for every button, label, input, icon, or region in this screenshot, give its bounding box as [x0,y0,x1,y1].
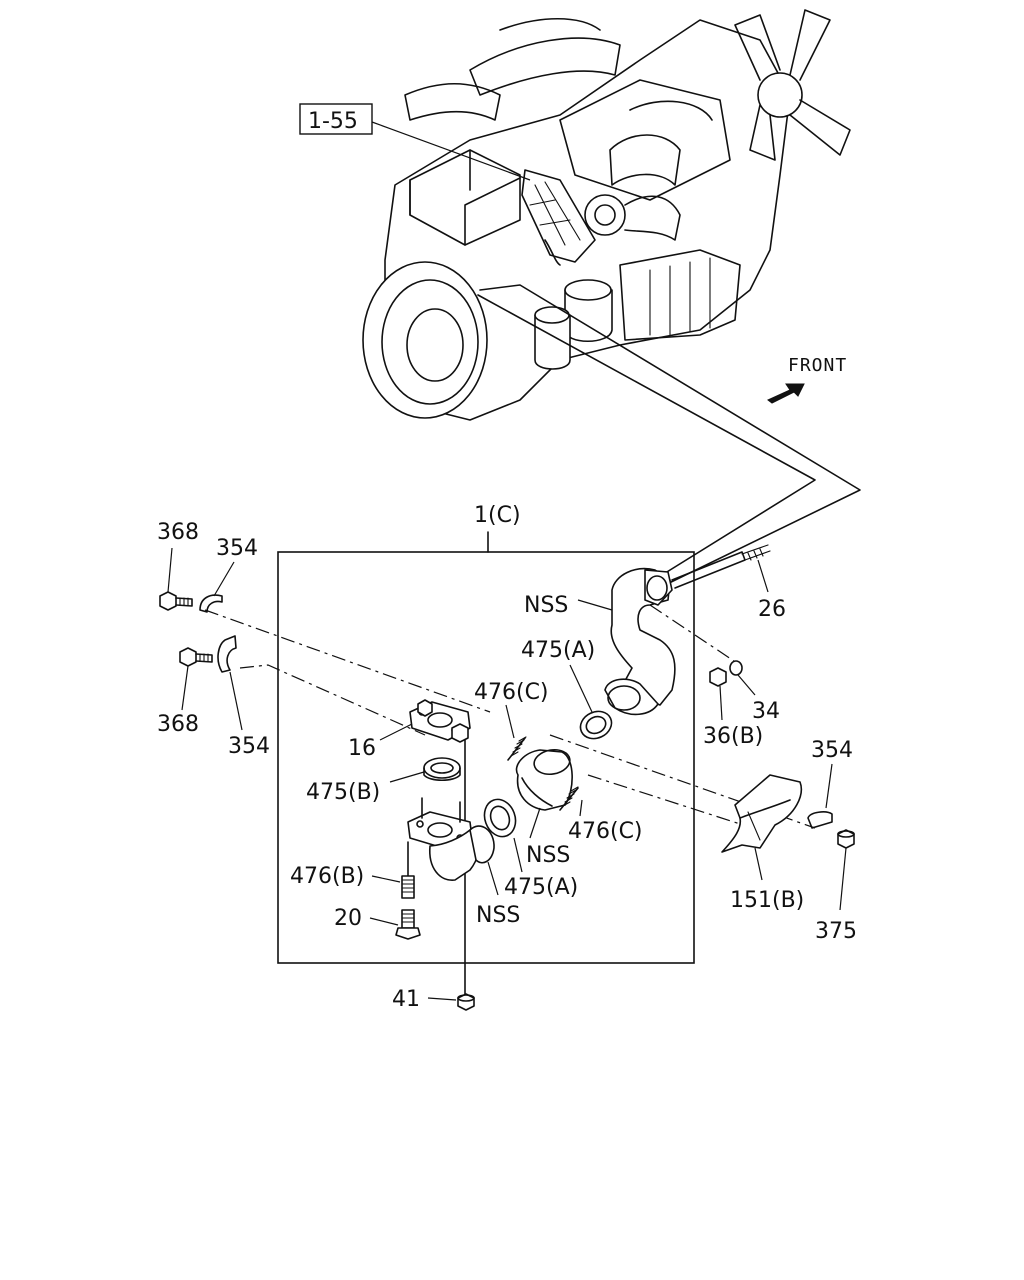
label-nss-top: NSS [524,593,568,618]
label-41: 41 [392,987,420,1012]
label-34: 34 [752,699,780,724]
seal-ring-475b-icon [423,757,461,782]
clip-354-right-icon [807,811,833,829]
ref-box-1-55 [299,103,373,135]
label-16: 16 [348,736,376,761]
label-front: FRONT [788,355,847,376]
spring-clamp-476c-upper-icon [507,736,527,761]
heat-shield-151b-icon [721,774,802,853]
seal-ring-475a-lower-icon [483,798,517,838]
components [159,383,855,1011]
fan-icon [734,9,851,161]
leader-lines [167,121,847,1001]
sleeve-pipe-icon [515,748,573,811]
bolt-368-top-icon [159,591,193,611]
label-354-right: 354 [811,738,853,763]
label-475b: 475(B) [306,780,380,805]
pulley-icon [362,261,488,419]
spring-clamp-476c-lower-icon [559,786,579,811]
spring-476b-icon [401,875,415,899]
nut-41-icon [457,993,475,1011]
clip-354-bottom-icon [217,635,237,673]
nut-36b-icon [709,667,727,687]
label-20: 20 [334,906,362,931]
label-ref-1-55: 1-55 [308,109,358,134]
nut-375-icon [837,829,855,849]
label-assembly-1c: 1(C) [474,503,521,528]
label-368-bottom: 368 [157,712,199,737]
label-375: 375 [815,919,857,944]
elbow-pipe-lower-icon [407,797,495,881]
clip-354-top-icon [199,594,223,613]
label-476c-lower: 476(C) [568,819,643,844]
front-arrow-icon [767,383,805,404]
seal-ring-475a-upper-icon [579,710,613,740]
label-nss-elbow: NSS [476,903,520,928]
label-151b: 151(B) [730,888,804,913]
label-368-top: 368 [157,520,199,545]
label-36b: 36(B) [703,724,763,749]
label-354-top: 354 [216,536,258,561]
label-nss-sleeve: NSS [526,843,570,868]
stud-26-icon [671,544,771,589]
label-475a-upper: 475(A) [521,638,595,663]
bolt-368-bottom-icon [179,647,213,667]
elbow-pipe-top-icon [604,568,676,716]
engine-illustration [362,9,851,421]
callout-labels: 1-55 FRONT 1(C) 368 354 368 354 16 475(B… [157,103,857,1012]
label-354-bottom: 354 [228,734,270,759]
flange-plate-16-icon [409,699,471,743]
label-476b: 476(B) [290,864,364,889]
washer-34-icon [729,660,743,676]
label-475a-lower: 475(A) [504,875,578,900]
label-26: 26 [758,597,786,622]
assembly-box [277,551,695,964]
label-476c-upper: 476(C) [474,680,549,705]
bolt-20-icon [395,909,421,940]
